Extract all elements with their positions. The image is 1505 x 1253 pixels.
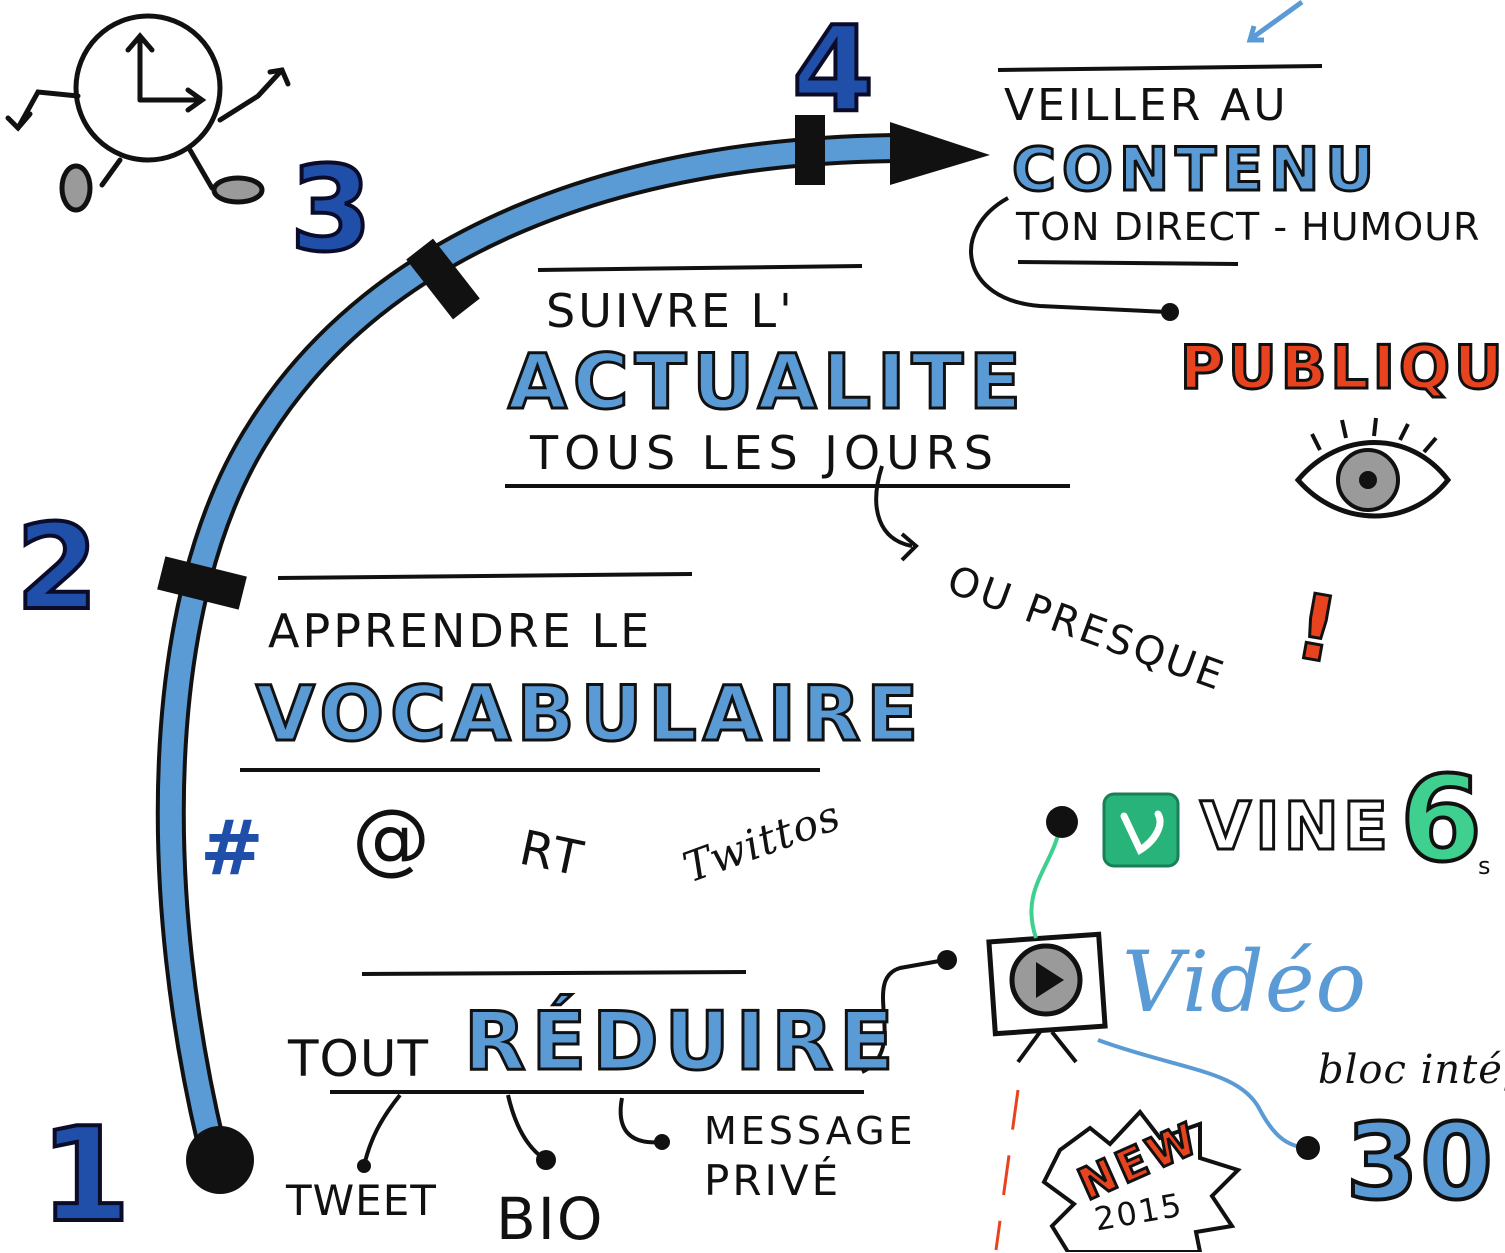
new-badge-burst xyxy=(1041,1108,1242,1252)
vine-logo-icon xyxy=(1102,792,1180,868)
step4-keyword: CONTENU xyxy=(1010,135,1381,205)
vine-seconds: 6 xyxy=(1398,750,1486,888)
tick-mark-2 xyxy=(157,556,247,610)
timeline-start-dot xyxy=(186,1126,254,1194)
public-label: PUBLIQUE xyxy=(1179,333,1505,403)
video-player-icon xyxy=(986,931,1108,1064)
step4-heading: VEILLER AU xyxy=(1004,80,1289,131)
step3-heading: SUIVRE L' xyxy=(546,284,795,338)
step2-heading: APPRENDRE LE xyxy=(268,604,653,658)
thirty-label: 30 xyxy=(1344,1101,1495,1223)
tick-mark-4 xyxy=(795,115,825,185)
running-clock-icon xyxy=(5,13,291,213)
text-rules xyxy=(240,64,1323,1094)
thirty-connector-dot xyxy=(1296,1136,1320,1160)
step3-subline: TOUS LES JOURS xyxy=(530,426,999,480)
tick-mark-3 xyxy=(406,238,480,320)
vine-label: VINE xyxy=(1199,788,1392,865)
presque-connector xyxy=(874,465,913,548)
step3-keyword: ACTUALITE xyxy=(506,337,1028,426)
step-number-2: 2 xyxy=(14,498,102,636)
thirty-connector xyxy=(1097,1038,1307,1150)
timeline-arc xyxy=(155,133,915,1175)
step-number-1: 1 xyxy=(38,1099,134,1251)
timeline-arrowhead xyxy=(890,122,990,185)
reduire-connector-dots xyxy=(357,950,957,1173)
step2-keyword: VOCABULAIRE xyxy=(254,669,925,758)
step4-subline: TON DIRECT - HUMOUR xyxy=(1016,205,1481,249)
eye-icon xyxy=(1294,417,1452,519)
content-connector xyxy=(969,196,1169,314)
at-symbol: @ xyxy=(352,794,433,884)
video-label: Vidéo xyxy=(1122,933,1368,1031)
rt-symbol: RT xyxy=(514,819,591,889)
hashtag-symbol: # xyxy=(200,803,267,892)
red-dashed-line xyxy=(994,1089,1020,1251)
presque-arrow-head xyxy=(900,532,919,562)
bio-label: BIO xyxy=(496,1185,605,1253)
content-connector-dot xyxy=(1161,303,1179,321)
step1-keyword: RÉDUIRE xyxy=(463,995,900,1088)
vine-connector xyxy=(1029,827,1062,939)
top-arrow-icon xyxy=(1246,0,1304,43)
bloc-label: bloc intég xyxy=(1318,1047,1505,1093)
tweet-label: TWEET xyxy=(286,1176,437,1225)
message-label-line1: MESSAGE xyxy=(704,1109,917,1153)
vine-seconds-unit: s xyxy=(1478,852,1494,880)
step-number-3: 3 xyxy=(288,140,376,278)
vine-connector-dot xyxy=(1046,806,1078,838)
step1-prefix: TOUT xyxy=(288,1030,430,1088)
message-label-line2: PRIVÉ xyxy=(704,1156,842,1205)
step-number-4: 4 xyxy=(790,0,878,138)
